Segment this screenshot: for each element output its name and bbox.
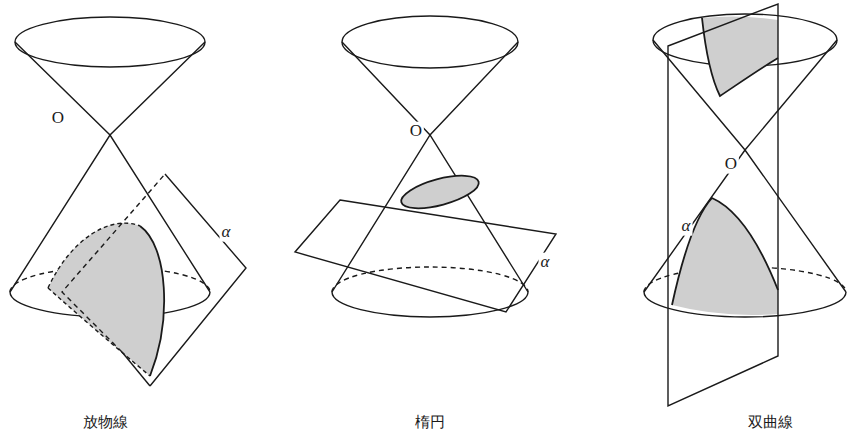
- cone-parabola: [10, 17, 246, 386]
- curve-caption: 放物線: [81, 414, 130, 431]
- plane-label: α: [220, 223, 233, 242]
- cone-hyperbola: [644, 4, 846, 406]
- curve-caption: 双曲線: [746, 414, 795, 431]
- plane-label: α: [680, 217, 693, 236]
- plane-label: α: [539, 253, 552, 272]
- cone-ellipse: [295, 16, 556, 317]
- vertex-label: O: [408, 122, 424, 141]
- vertex-label: O: [50, 109, 66, 128]
- vertex-label: O: [723, 155, 739, 174]
- curve-caption: 楕円: [413, 414, 447, 431]
